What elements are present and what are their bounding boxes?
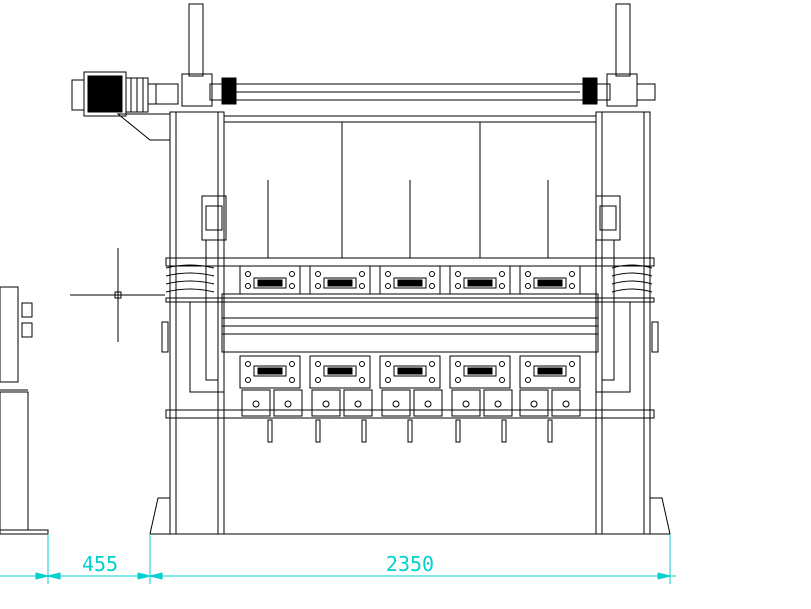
machine-base xyxy=(149,497,671,535)
dimension-lines xyxy=(0,534,676,584)
lower-roll-stations xyxy=(239,355,581,389)
upper-roller-beam xyxy=(165,257,655,327)
dimension-machine-width: 2350 xyxy=(386,552,434,576)
hanging-rods xyxy=(267,419,553,443)
upper-frame xyxy=(223,115,597,259)
springs xyxy=(165,264,653,293)
screw-columns xyxy=(181,3,638,107)
crosshair-cursor xyxy=(70,248,165,342)
adjacent-machine xyxy=(0,286,49,535)
dimension-left-gap: 455 xyxy=(82,552,118,576)
upper-roll-stations xyxy=(239,265,581,295)
bottom-blocks xyxy=(241,389,581,417)
top-shaft xyxy=(209,77,656,105)
hydraulic-cylinders xyxy=(201,195,621,381)
right-side-column xyxy=(595,111,651,535)
side-guides xyxy=(161,301,659,393)
drive-motor xyxy=(71,71,179,141)
left-side-column xyxy=(169,111,225,535)
